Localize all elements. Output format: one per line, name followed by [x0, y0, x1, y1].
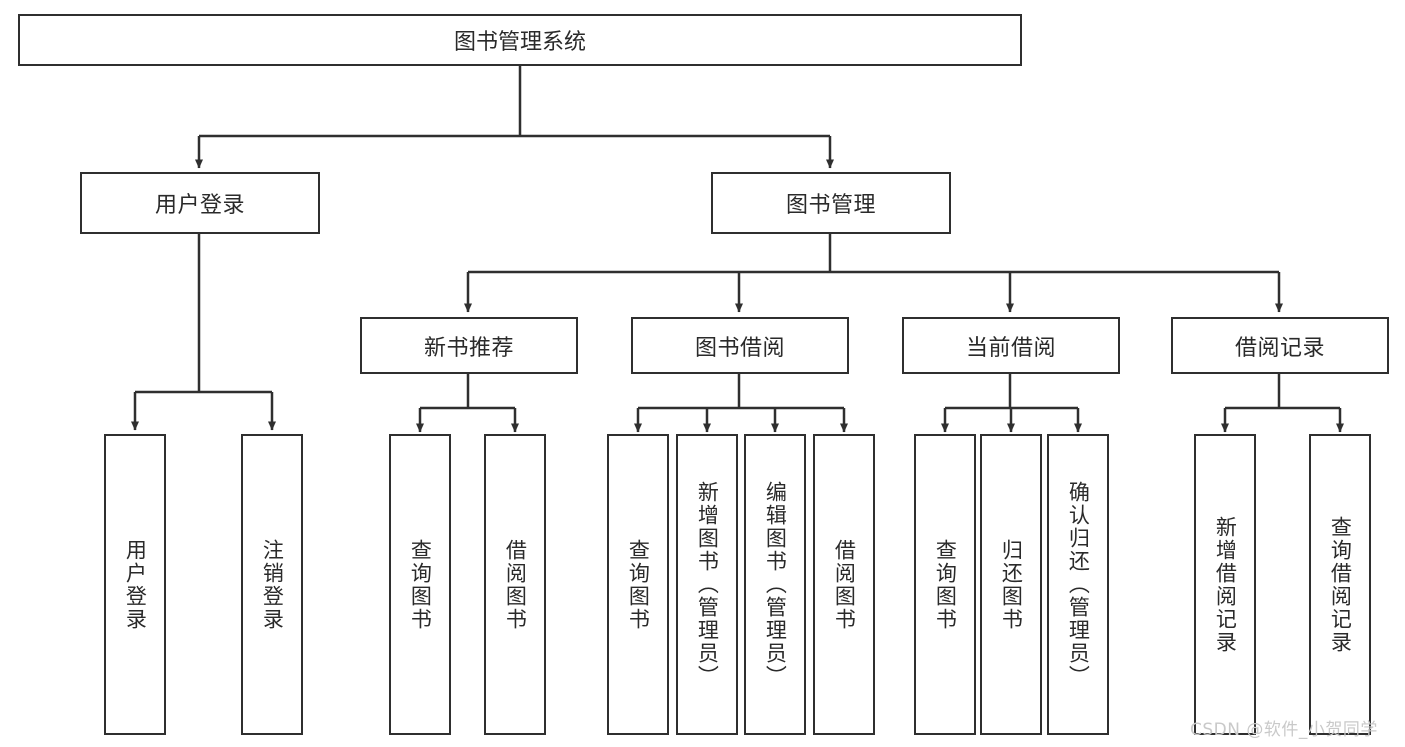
leaf-label: 新增借阅记录: [1213, 515, 1238, 654]
node-book-borrow-label: 图书借阅: [694, 335, 785, 361]
leaf-label: 查询图书: [408, 538, 433, 631]
node-book-management-label: 图书管理: [785, 193, 876, 218]
leaf-borrow-record-add-record[interactable]: 新增借阅记录: [1194, 434, 1256, 735]
leaf-new-book-query-books[interactable]: 查询图书: [389, 434, 451, 735]
node-borrow-record[interactable]: 借阅记录: [1171, 317, 1389, 374]
leaf-label: 归还图书: [999, 538, 1024, 631]
leaf-label: 查询图书: [626, 538, 651, 631]
leaf-user-login-login[interactable]: 用户登录: [104, 434, 166, 735]
node-user-login-label: 用户登录: [154, 193, 245, 218]
node-root-label: 图书管理系统: [453, 30, 586, 55]
leaf-new-book-borrow-books[interactable]: 借阅图书: [484, 434, 546, 735]
leaf-current-borrow-return-books[interactable]: 归还图书: [980, 434, 1042, 735]
node-new-book-recommend[interactable]: 新书推荐: [360, 317, 578, 374]
leaf-label: 查询借阅记录: [1328, 515, 1353, 654]
csdn-watermark: CSDN @软件_小贺同学: [1190, 720, 1378, 740]
leaf-book-borrow-add-book-admin[interactable]: 新增图书（管理员）: [676, 434, 738, 735]
node-borrow-record-label: 借阅记录: [1234, 335, 1325, 361]
node-root-book-management-system[interactable]: 图书管理系统: [18, 14, 1022, 66]
node-user-login[interactable]: 用户登录: [80, 172, 320, 234]
leaf-label: 编辑图书（管理员）: [763, 481, 788, 688]
leaf-label: 注销登录: [260, 538, 285, 631]
leaf-label: 新增图书（管理员）: [695, 481, 720, 688]
leaf-label: 用户登录: [123, 538, 148, 631]
node-book-management[interactable]: 图书管理: [711, 172, 951, 234]
node-book-borrow[interactable]: 图书借阅: [631, 317, 849, 374]
leaf-label: 借阅图书: [832, 538, 857, 631]
leaf-label: 确认归还（管理员）: [1066, 481, 1091, 688]
leaf-book-borrow-borrow-books[interactable]: 借阅图书: [813, 434, 875, 735]
leaf-borrow-record-query-record[interactable]: 查询借阅记录: [1309, 434, 1371, 735]
leaf-current-borrow-confirm-return-admin[interactable]: 确认归还（管理员）: [1047, 434, 1109, 735]
leaf-user-login-logout[interactable]: 注销登录: [241, 434, 303, 735]
leaf-label: 查询图书: [933, 538, 958, 631]
leaf-book-borrow-edit-book-admin[interactable]: 编辑图书（管理员）: [744, 434, 806, 735]
leaf-label: 借阅图书: [503, 538, 528, 631]
node-new-book-recommend-label: 新书推荐: [423, 335, 514, 361]
leaf-current-borrow-query-books[interactable]: 查询图书: [914, 434, 976, 735]
node-current-borrow-label: 当前借阅: [965, 335, 1056, 361]
leaf-book-borrow-query-books[interactable]: 查询图书: [607, 434, 669, 735]
node-current-borrow[interactable]: 当前借阅: [902, 317, 1120, 374]
